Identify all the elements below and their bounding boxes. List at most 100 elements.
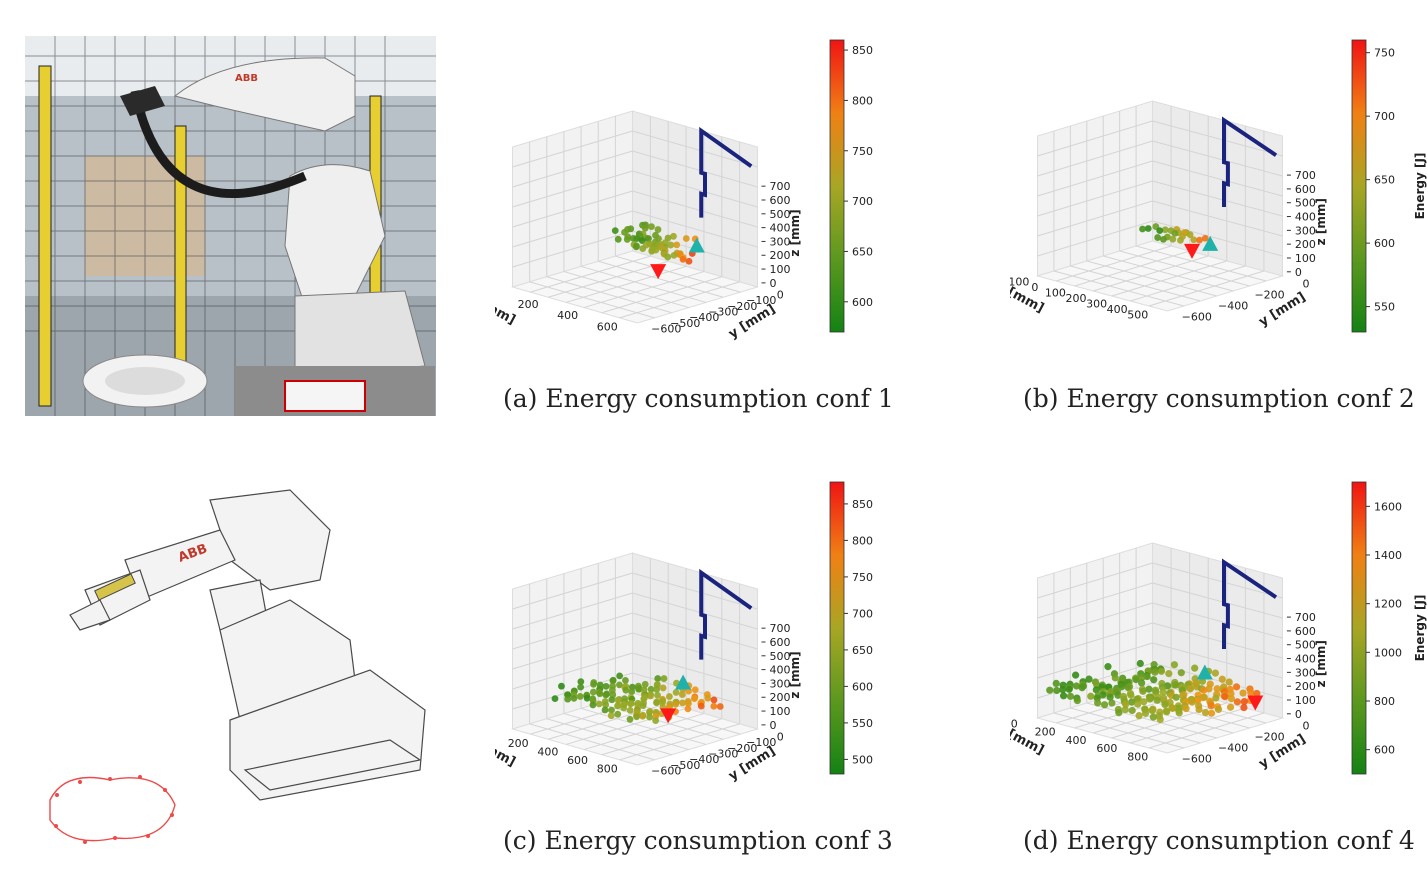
data-point	[1182, 704, 1190, 713]
data-point	[558, 682, 565, 690]
y-tick-label: −600	[651, 765, 681, 778]
data-point	[608, 696, 616, 704]
gridline	[601, 718, 722, 756]
data-point	[685, 257, 693, 265]
x-tick-label: 600	[567, 754, 588, 767]
data-point	[678, 691, 686, 698]
data-point	[614, 702, 621, 710]
gridline	[1152, 160, 1283, 197]
z-tick-label: 600	[1295, 183, 1316, 196]
caption-conf-2: (b) Energy consumption conf 2	[1023, 384, 1415, 413]
gridline	[1070, 265, 1201, 302]
data-point	[639, 702, 647, 710]
z-tick-label: 600	[770, 636, 791, 649]
data-point	[1190, 236, 1198, 244]
gridline	[632, 632, 758, 670]
data-point	[614, 710, 622, 718]
data-point	[1073, 697, 1081, 705]
robot-cell-photo-drawing: ABB	[25, 36, 436, 416]
data-point	[1186, 685, 1195, 693]
data-point	[666, 693, 673, 700]
data-point	[1225, 678, 1233, 686]
gridline	[583, 271, 705, 309]
data-point	[1153, 696, 1161, 704]
data-point	[1165, 670, 1173, 678]
data-point	[590, 680, 597, 688]
data-point	[570, 694, 578, 702]
x-tick-label: 600	[1096, 742, 1117, 755]
gridline	[619, 723, 740, 761]
colorbar-tick-label: 1000	[1374, 646, 1402, 659]
y-tick-label: −400	[1218, 741, 1248, 754]
colorbar-tick-label: 700	[852, 195, 873, 208]
data-point	[1138, 673, 1146, 681]
data-point	[647, 685, 655, 693]
min-energy-marker	[1196, 664, 1213, 680]
y-tick-label: −200	[1254, 288, 1284, 301]
data-point	[589, 688, 597, 696]
data-point	[1104, 663, 1112, 671]
data-point	[1053, 686, 1061, 695]
z-tick-label: 200	[1295, 238, 1316, 251]
gridline	[1037, 180, 1153, 217]
y-tick-label: −400	[689, 311, 719, 324]
data-point	[710, 702, 718, 710]
z-tick-label: 500	[770, 208, 791, 221]
gridline	[615, 255, 741, 293]
data-point	[691, 686, 699, 694]
data-point	[622, 686, 630, 694]
data-point	[1139, 225, 1146, 233]
data-point	[1211, 669, 1220, 677]
data-point	[1239, 689, 1247, 697]
gridline	[1111, 702, 1227, 739]
x-tick-label: 300	[1086, 297, 1107, 310]
data-point	[1078, 684, 1086, 692]
colorbar-tick-label: 1600	[1374, 500, 1402, 513]
gridline	[1037, 642, 1153, 679]
data-point	[1186, 231, 1194, 239]
data-point	[1161, 700, 1169, 709]
data-point	[647, 692, 654, 700]
data-point	[1052, 679, 1060, 687]
colorbar	[829, 481, 845, 775]
gridline	[563, 713, 690, 751]
data-point	[1145, 685, 1153, 693]
x-tick-label: 400	[557, 309, 578, 322]
z-tick-label: 200	[770, 249, 791, 262]
data-point	[1138, 679, 1146, 687]
y-tick-label: −600	[1182, 311, 1212, 324]
data-point	[682, 235, 690, 242]
colorbar-label: Energy [J]	[1413, 595, 1427, 662]
z-tick-label: 0	[770, 277, 777, 290]
data-point	[1059, 692, 1068, 700]
gridline	[1037, 622, 1153, 659]
gridline	[1103, 255, 1234, 292]
data-point	[1128, 706, 1136, 715]
data-point	[1161, 226, 1169, 234]
data-point	[1132, 675, 1140, 684]
data-point	[1191, 664, 1199, 672]
x-tick-label: 200	[1066, 292, 1087, 305]
y-tick-label: −100	[746, 294, 776, 307]
data-point	[627, 700, 634, 708]
z-tick-label: 700	[770, 180, 791, 193]
gridline	[1037, 220, 1153, 257]
gridline	[565, 265, 687, 303]
gridline	[1148, 270, 1265, 307]
gridline	[1086, 260, 1217, 297]
data-point	[1085, 675, 1093, 683]
colorbar	[829, 39, 845, 333]
data-point	[1072, 671, 1080, 679]
data-point	[670, 232, 677, 240]
data-point	[654, 675, 662, 682]
data-point	[704, 694, 712, 702]
gridline	[1037, 160, 1153, 197]
data-point	[1087, 692, 1095, 700]
data-point	[679, 255, 687, 263]
z-tick-label: 400	[770, 664, 791, 677]
colorbar-label: Energy [J]	[1413, 153, 1427, 220]
robot-cad-drawing: ABB	[49, 489, 426, 844]
gridline	[512, 572, 633, 610]
colorbar-tick-label: 800	[852, 94, 873, 107]
